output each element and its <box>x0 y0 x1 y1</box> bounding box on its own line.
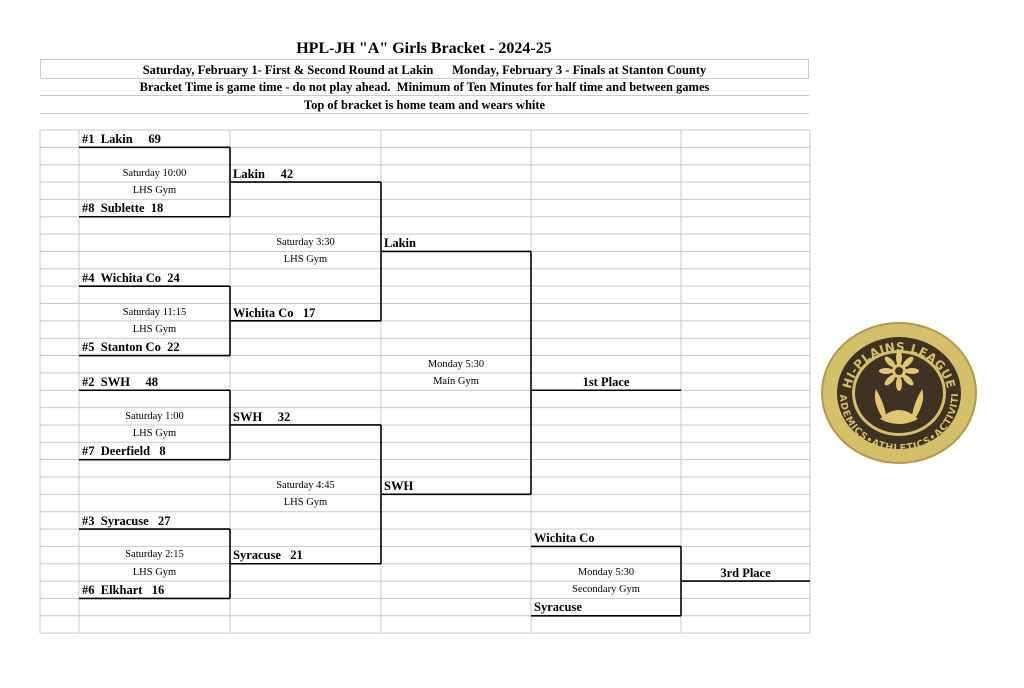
game-time-text: Saturday 11:15 <box>122 306 187 318</box>
team-score-label: Wichita Co 17 <box>233 305 316 320</box>
team-score-label: Lakin 42 <box>233 166 294 181</box>
third-away-team: Syracuse <box>534 600 582 615</box>
game-time-text: Saturday 1:00 <box>125 410 184 422</box>
game-venue-text: LHS Gym <box>132 566 177 578</box>
team-score-label: SWH 32 <box>233 409 291 424</box>
header-divider <box>40 95 809 96</box>
third-home-team: Wichita Co <box>534 531 595 546</box>
team-seed-label: #1 Lakin 69 <box>82 132 161 146</box>
team-seed-label: #3 Syracuse 27 <box>82 513 171 528</box>
game-time-text: Saturday 10:00 <box>122 167 187 179</box>
team-seed-label: #8 Sublette 18 <box>82 201 164 216</box>
game-venue-text: Main Gym <box>433 375 479 387</box>
final-home-team: Lakin <box>384 236 416 251</box>
final-away-team: SWH <box>384 479 414 493</box>
game-time-text: Monday 5:30 <box>427 358 485 370</box>
game-venue-text: LHS Gym <box>132 427 177 439</box>
hi-plains-league-logo-icon: HI-PLAINS LEAGUE ACADEMICS•ATHLETICS•ACT… <box>820 321 977 464</box>
game-venue-text: LHS Gym <box>132 185 177 197</box>
first-place-label: 1st Place <box>582 374 630 389</box>
game-venue-text: LHS Gym <box>132 323 177 335</box>
game-venue-text: Secondary Gym <box>572 584 640 596</box>
header-schedule-text: Saturday, February 1- First & Second Rou… <box>142 63 707 77</box>
team-seed-label: #7 Deerfield 8 <box>82 444 166 459</box>
page-title: HPL-JH "A" Girls Bracket - 2024-25 <box>296 40 552 57</box>
game-time-text: Saturday 3:30 <box>276 237 335 249</box>
team-score-label: Syracuse 21 <box>233 548 303 563</box>
header-divider <box>40 113 809 114</box>
header-border <box>808 59 809 78</box>
third-place-label: 3rd Place <box>720 565 771 580</box>
header-border <box>40 59 41 78</box>
team-seed-label: #4 Wichita Co 24 <box>82 270 180 285</box>
header-rules-text: Bracket Time is game time - do not play … <box>139 80 710 94</box>
game-venue-text: LHS Gym <box>283 497 328 509</box>
team-seed-label: #6 Elkhart 16 <box>82 583 165 598</box>
header-home-team-text: Top of bracket is home team and wears wh… <box>303 98 546 112</box>
game-time-text: Monday 5:30 <box>577 566 635 578</box>
team-seed-label: #5 Stanton Co 22 <box>82 340 180 355</box>
header-divider <box>40 78 809 79</box>
game-venue-text: LHS Gym <box>283 254 328 266</box>
team-seed-label: #2 SWH 48 <box>82 374 159 389</box>
header-divider <box>40 59 809 60</box>
game-time-text: Saturday 2:15 <box>125 549 184 561</box>
game-time-text: Saturday 4:45 <box>276 480 335 491</box>
